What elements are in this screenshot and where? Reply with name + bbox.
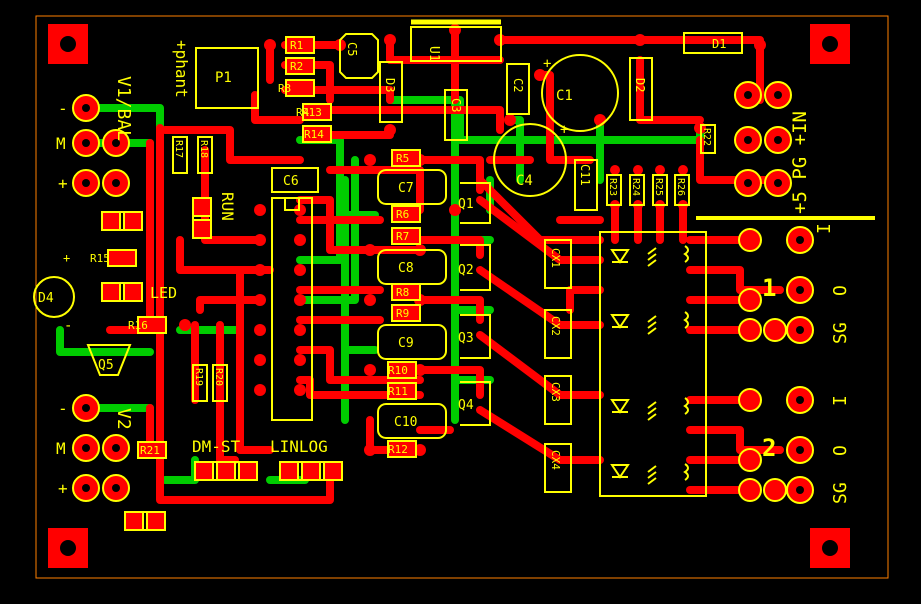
label-r15: R15: [90, 252, 110, 265]
label-c3: C3: [449, 98, 463, 112]
label-u1: U1: [426, 46, 441, 62]
label-out1-i: I: [814, 223, 835, 234]
label-in2-plus: +: [58, 479, 68, 498]
label-cx4: CX4: [549, 450, 562, 470]
label-out1-o: O: [830, 285, 851, 296]
silkscreen-labels: U1 P1 C1 C2 C3 C4 C5 C6 C7 C8 C9 C10 C11…: [38, 37, 851, 504]
label-r5: R5: [396, 152, 409, 165]
label-r3: R3: [278, 82, 291, 95]
label-q1: Q1: [458, 197, 474, 212]
label-r1: R1: [290, 39, 303, 52]
optocoupler-symbols: [610, 245, 689, 485]
label-out2-number: 2: [762, 434, 776, 462]
board-outline: [35, 15, 889, 579]
resistor-bodies: [107, 36, 421, 459]
label-r14: R14: [304, 128, 324, 141]
label-r13: R13: [302, 106, 322, 119]
label-in1-minus: -: [58, 99, 68, 118]
label-c6: C6: [283, 174, 299, 189]
label-c4: C4: [516, 173, 533, 189]
label-d3: D3: [383, 78, 397, 92]
label-out2-i: I: [830, 395, 851, 406]
label-phantom: +phant: [172, 40, 191, 98]
label-in1-mid: M: [56, 134, 66, 153]
label-cx3: CX3: [549, 382, 562, 402]
label-r22: R22: [701, 128, 712, 146]
label-c1-plus: +: [543, 56, 551, 72]
label-led: LED: [150, 284, 177, 302]
label-r17: R17: [173, 140, 184, 158]
label-c7: C7: [398, 181, 414, 196]
label-r20: R20: [213, 368, 224, 386]
label-r6: R6: [396, 208, 409, 221]
label-led-plus: +: [63, 251, 70, 265]
label-dm-st: DM-ST: [192, 437, 241, 456]
label-c9: C9: [398, 336, 414, 351]
label-cx2: CX2: [549, 316, 562, 336]
label-run: RUN: [218, 192, 237, 221]
label-r9: R9: [396, 307, 409, 320]
label-r12: R12: [388, 443, 408, 456]
label-c5: C5: [345, 42, 359, 56]
silkscreen-outlines: [33, 19, 875, 531]
label-q5: Q5: [98, 358, 114, 373]
label-r25: R25: [653, 178, 664, 196]
label-r26: R26: [675, 178, 686, 196]
label-d4: D4: [38, 291, 54, 306]
label-r21: R21: [140, 444, 160, 457]
label-c4-plus: +: [560, 122, 568, 138]
label-c8: C8: [398, 261, 414, 276]
label-c2: C2: [511, 78, 525, 92]
label-out1-number: 1: [762, 274, 776, 302]
label-r7: R7: [396, 230, 409, 243]
label-r23: R23: [607, 178, 618, 196]
label-d1: D1: [712, 37, 726, 51]
label-c1: C1: [556, 88, 573, 104]
label-input1: V1/BAL: [113, 76, 134, 141]
top-copper-traces: [106, 26, 784, 504]
label-p1: P1: [215, 70, 232, 86]
label-out2-sg: SG: [830, 482, 851, 504]
copper-pads: [48, 24, 850, 568]
label-input2: V2: [113, 408, 134, 430]
label-r16: R16: [128, 319, 148, 332]
label-r10: R10: [388, 364, 408, 377]
label-power: +5 PG +IN: [789, 111, 811, 214]
label-led-minus: -: [64, 318, 72, 334]
label-r18: R18: [198, 140, 209, 158]
label-r24: R24: [630, 178, 641, 196]
label-q3: Q3: [458, 331, 474, 346]
label-in2-mid: M: [56, 439, 66, 458]
label-c11: C11: [578, 164, 592, 186]
label-out1-sg: SG: [830, 322, 851, 344]
label-c10: C10: [394, 415, 417, 430]
label-in2-minus: -: [58, 399, 68, 418]
label-r4: R4: [296, 106, 310, 119]
label-q2: Q2: [458, 263, 474, 278]
label-r11: R11: [388, 385, 408, 398]
label-out2-o: O: [830, 445, 851, 456]
label-q4: Q4: [458, 398, 474, 413]
label-linlog: LINLOG: [270, 437, 328, 456]
label-r2: R2: [290, 60, 303, 73]
label-r19: R19: [193, 368, 204, 386]
label-cx1: CX1: [549, 248, 562, 268]
label-d2: D2: [633, 78, 647, 92]
label-in1-plus: +: [58, 174, 68, 193]
label-r8: R8: [396, 286, 409, 299]
